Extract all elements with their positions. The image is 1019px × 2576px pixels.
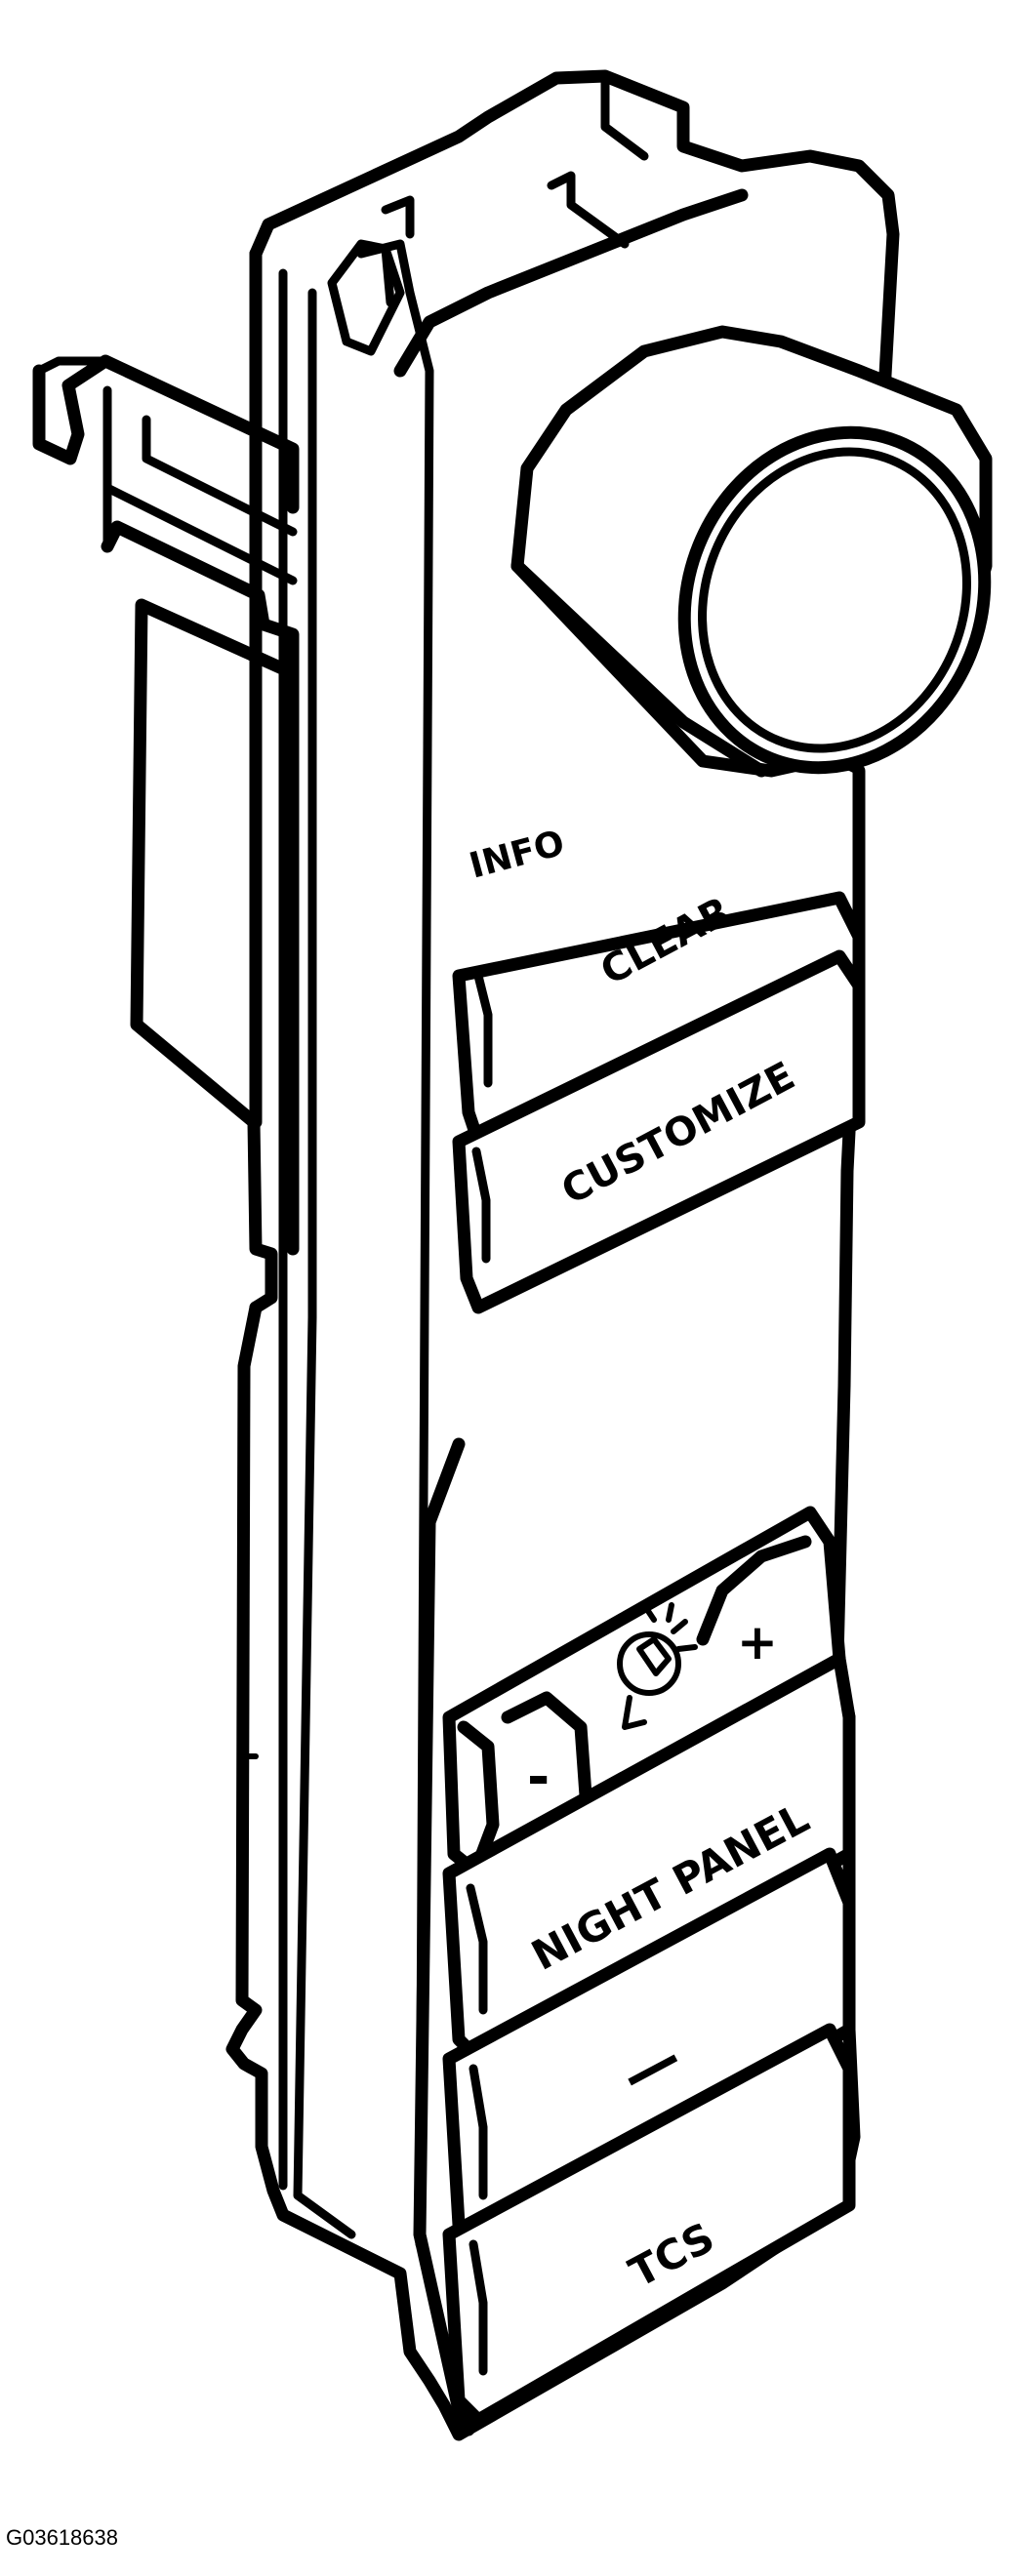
dimmer-light-icon [636, 1602, 698, 1676]
tcs-button[interactable] [442, 2023, 856, 2427]
figure-id: G03618638 [6, 2525, 118, 2550]
minus-label: - [527, 1746, 550, 1809]
night-panel-button[interactable] [442, 1652, 856, 2066]
customize-button[interactable] [452, 949, 866, 1314]
info-label: INFO [466, 824, 569, 887]
switch-housing [225, 69, 900, 2441]
plus-label: + [737, 1614, 778, 1670]
rotary-knob [510, 325, 993, 778]
dimmer-rocker[interactable] [442, 1506, 846, 1880]
